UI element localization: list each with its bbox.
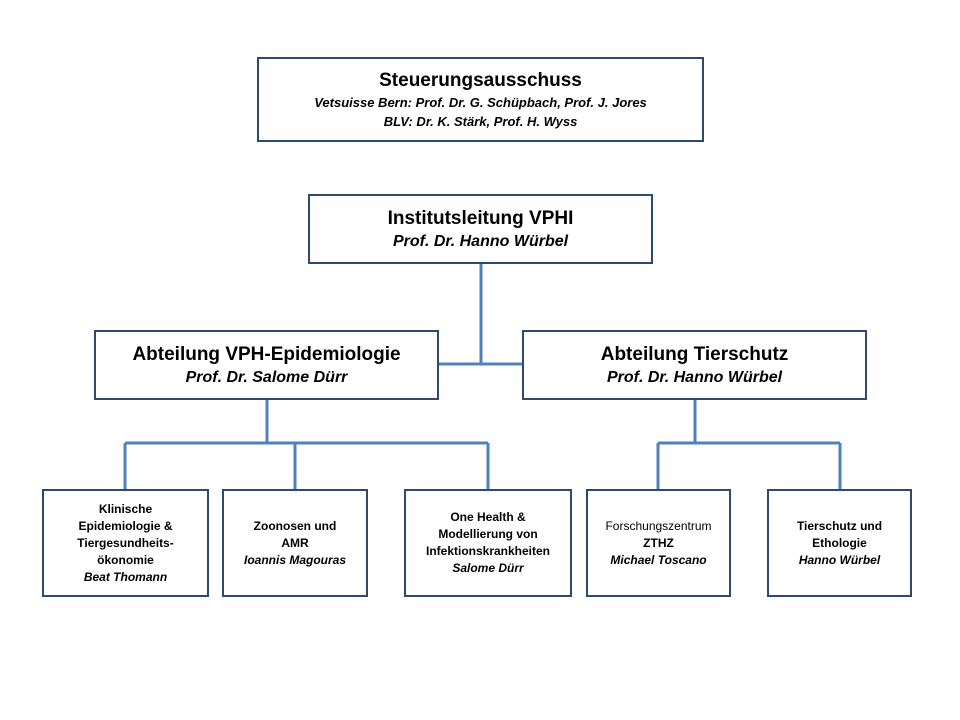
institute-title: Institutsleitung VPHI [387, 207, 574, 229]
unit-animal-welfare-head: Hanno Würbel [798, 552, 881, 567]
unit-one-health-box: One Health & Modellierung von Infektions… [404, 489, 572, 597]
steering-committee-title: Steuerungsausschuss [379, 70, 582, 91]
unit-clinical-epidemiology-title: Klinische Epidemiologie & Tiergesundheit… [77, 501, 174, 567]
department-epidemiology-box: Abteilung VPH-Epidemiologie Prof. Dr. Sa… [94, 330, 439, 400]
unit-research-center-title: Forschungszentrum ZTHZ [605, 518, 712, 550]
department-animal-welfare-head: Prof. Dr. Hanno Würbel [606, 368, 783, 386]
department-animal-welfare-box: Abteilung Tierschutz Prof. Dr. Hanno Wür… [522, 330, 867, 400]
unit-zoonoses-head: Ioannis Magouras [243, 552, 347, 567]
unit-zoonoses-title: Zoonosen und AMR [253, 518, 337, 550]
unit-one-health-title: One Health & Modellierung von Infektions… [425, 510, 551, 558]
department-animal-welfare-title: Abteilung Tierschutz [600, 343, 789, 365]
steering-committee-line1: Vetsuisse Bern: Prof. Dr. G. Schüpbach, … [314, 95, 647, 110]
unit-research-center-box: Forschungszentrum ZTHZ Michael Toscano [586, 489, 731, 597]
unit-clinical-epidemiology-box: Klinische Epidemiologie & Tiergesundheit… [42, 489, 209, 597]
unit-animal-welfare-title: Tierschutz und Ethologie [796, 518, 883, 550]
steering-committee-box: Steuerungsausschuss Vetsuisse Bern: Prof… [257, 57, 704, 142]
institute-box: Institutsleitung VPHI Prof. Dr. Hanno Wü… [308, 194, 653, 264]
unit-clinical-epidemiology-head: Beat Thomann [83, 569, 168, 584]
institute-head: Prof. Dr. Hanno Würbel [392, 232, 569, 250]
unit-zoonoses-box: Zoonosen und AMR Ioannis Magouras [222, 489, 368, 597]
department-epidemiology-title: Abteilung VPH-Epidemiologie [132, 343, 401, 365]
unit-research-center-head: Michael Toscano [610, 552, 707, 567]
unit-animal-welfare-box: Tierschutz und Ethologie Hanno Würbel [767, 489, 912, 597]
steering-committee-line2: BLV: Dr. K. Stärk, Prof. H. Wyss [383, 114, 578, 129]
department-epidemiology-head: Prof. Dr. Salome Dürr [185, 368, 348, 386]
unit-one-health-head: Salome Dürr [452, 561, 524, 575]
